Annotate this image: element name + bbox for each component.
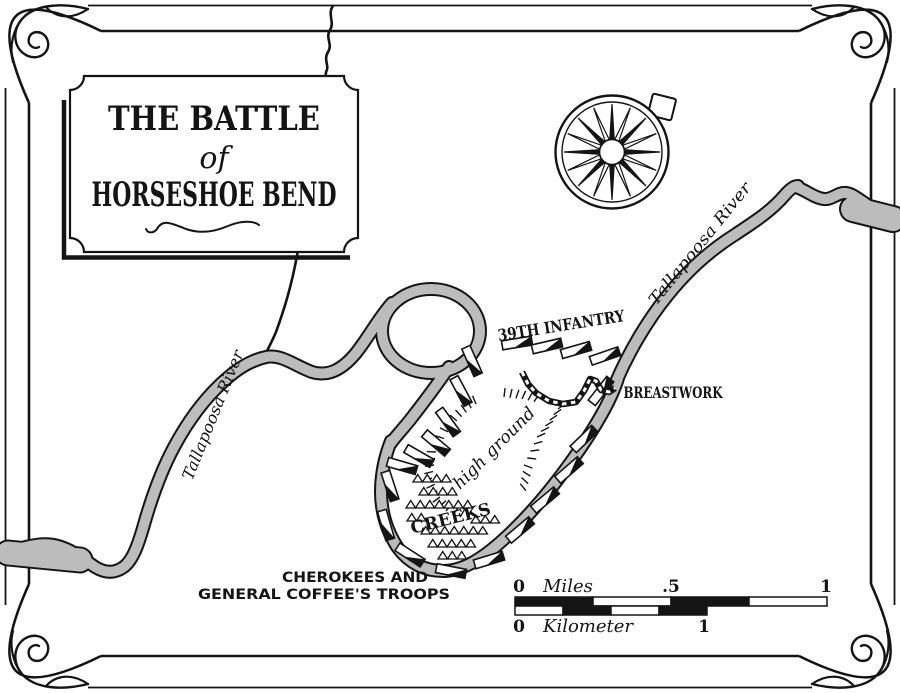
river-water-layer: [0, 181, 900, 577]
map-title-line1: THE BATTLE: [108, 99, 320, 139]
map-title-line3: HORSESHOE BEND: [92, 175, 337, 215]
scale-km-unit: Kilometer: [542, 616, 634, 637]
corner-flourish-bottom-left: [10, 629, 90, 689]
inner-border-frame: [8, 8, 892, 679]
high-ground-label: high ground: [449, 403, 540, 494]
title-box-shadow: [61, 100, 350, 260]
scale-bar-kilometers: [514, 605, 708, 616]
corner-flourish-bottom-right: [810, 629, 890, 689]
compass-rose: [554, 92, 677, 210]
breastwork-label: BREASTWORK: [624, 383, 724, 402]
cherokees-label-line1: CHEROKEES AND: [282, 570, 428, 586]
scale-miles-half: .5: [662, 577, 680, 597]
title-box-plate: [68, 74, 360, 254]
river-label-right: Tallapoosa River: [645, 177, 756, 308]
troop-unit-symbols: [376, 335, 622, 580]
cherokees-label-line2: GENERAL COFFEE'S TROOPS: [198, 587, 450, 603]
scale-miles-one: 1: [820, 577, 832, 597]
map-title-line2: of: [199, 141, 233, 176]
breastwork-line: [519, 370, 617, 408]
scale-km-one: 1: [698, 617, 710, 637]
creek-camp-triangles: [404, 473, 501, 560]
scale-km-zero: 0: [513, 617, 525, 637]
title-flourish-swash: [145, 220, 260, 234]
scale-miles-zero: 0: [513, 577, 525, 597]
compass-points: [563, 103, 661, 201]
corner-flourish-top-left: [10, 4, 90, 64]
scale-miles-unit: Miles: [542, 576, 593, 597]
compass-tab: [647, 92, 677, 122]
outer-border-frame: [4, 4, 896, 689]
scale-bar: 0 Miles .5 1 0 Kilometer 1: [513, 576, 832, 637]
scale-bar-miles: [514, 596, 828, 607]
corner-flourish-top-right: [810, 4, 890, 64]
title-box: THE BATTLE of HORSESHOE BEND: [61, 74, 360, 260]
